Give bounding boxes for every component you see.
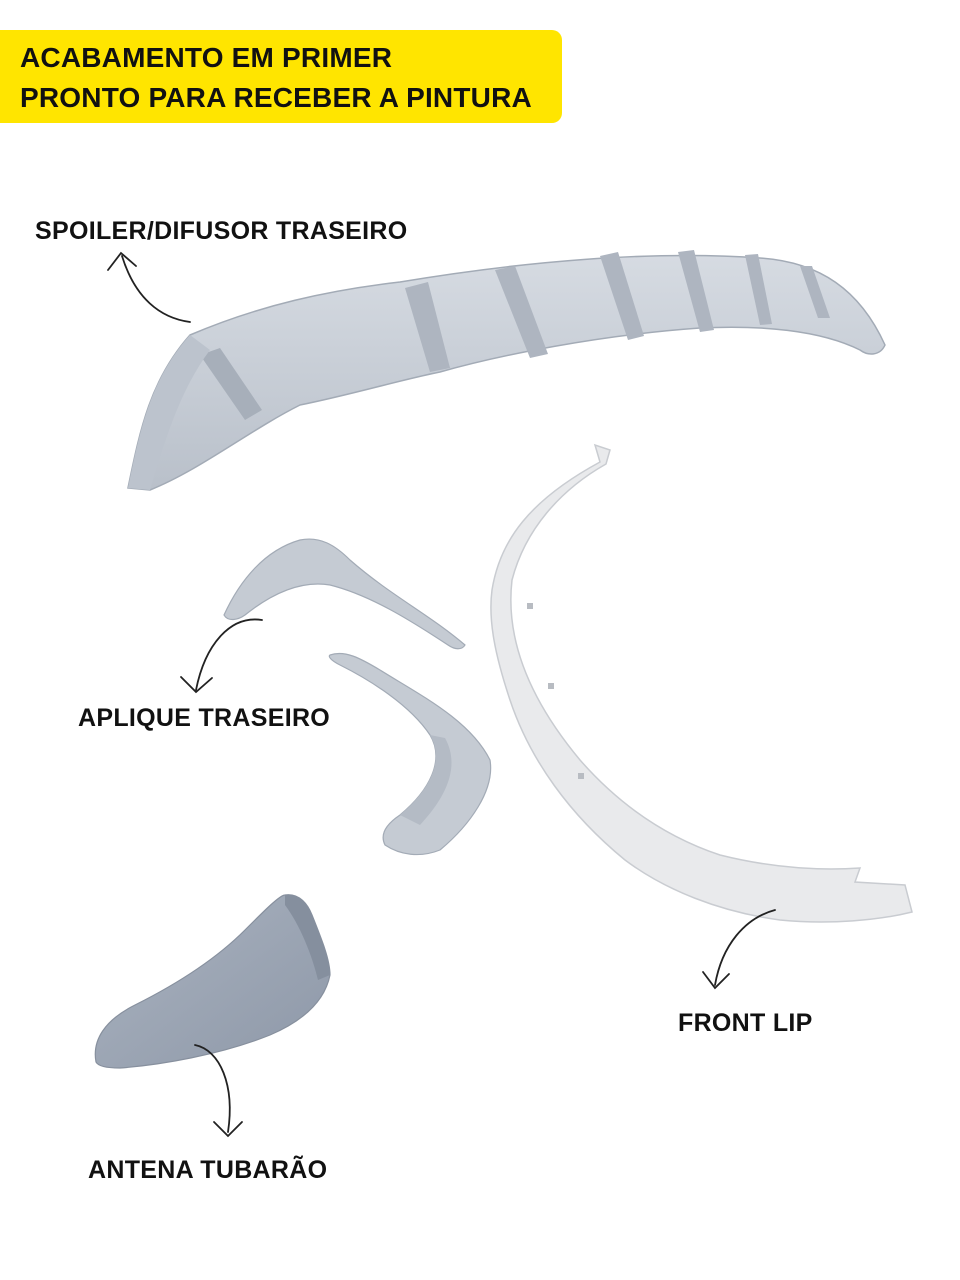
primer-banner: ACABAMENTO EM PRIMER PRONTO PARA RECEBER… (0, 30, 562, 123)
label-antena: ANTENA TUBARÃO (88, 1156, 328, 1184)
aplique-upper-part (223, 538, 466, 650)
shark-antenna-part (94, 894, 331, 1069)
label-spoiler: SPOILER/DIFUSOR TRASEIRO (35, 217, 408, 245)
label-aplique: APLIQUE TRASEIRO (78, 704, 331, 732)
aplique-arrow (180, 618, 263, 694)
label-front-lip: FRONT LIP (678, 1009, 813, 1037)
front-lip-part (490, 443, 913, 923)
front-lip-arrow (702, 909, 776, 990)
spoiler-diffuser-part (127, 250, 886, 491)
antenna-arrow (194, 1044, 243, 1138)
banner-line-1: ACABAMENTO EM PRIMER (20, 42, 393, 73)
aplique-lower-part (328, 652, 492, 856)
spoiler-arrow (107, 251, 191, 323)
banner-line-2: PRONTO PARA RECEBER A PINTURA (20, 82, 532, 113)
